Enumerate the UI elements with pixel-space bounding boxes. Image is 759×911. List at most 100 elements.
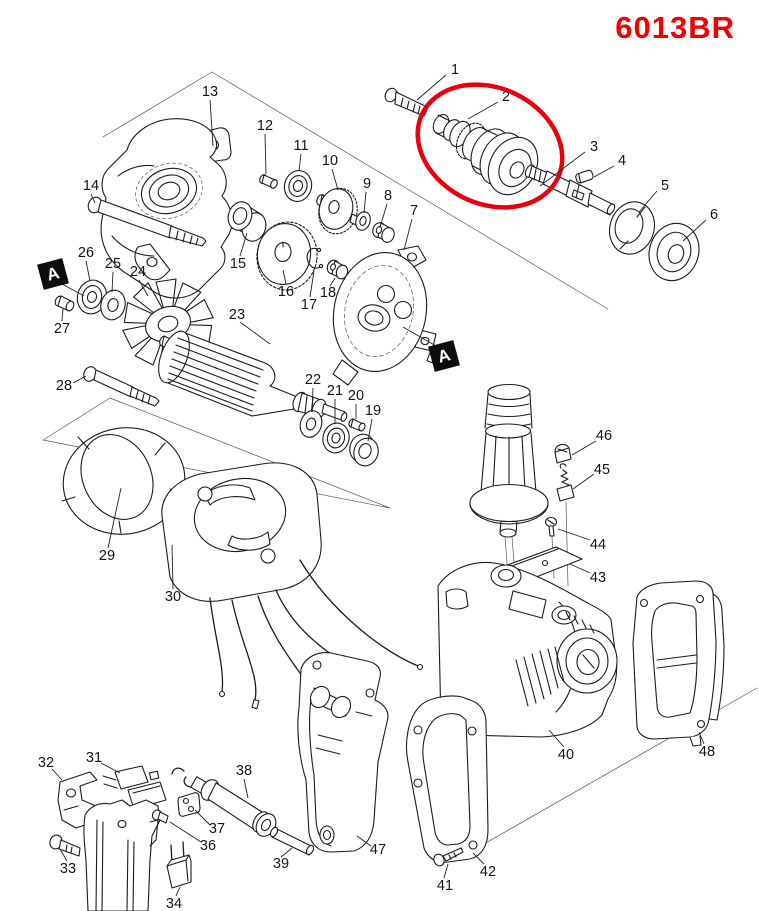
part-label-32: 32 bbox=[38, 755, 54, 771]
power-cord-part-38-illustration bbox=[171, 767, 277, 837]
part-label-12: 12 bbox=[257, 118, 273, 134]
ring-part-5-illustration bbox=[608, 201, 656, 255]
part-leader-30 bbox=[171, 544, 174, 590]
part-leader-13 bbox=[209, 99, 214, 147]
sleeve-part-18-illustration bbox=[326, 259, 349, 280]
part-label-8: 8 bbox=[384, 188, 392, 204]
part-leader-18 bbox=[329, 277, 336, 287]
switch-part-31-illustration bbox=[102, 765, 167, 810]
part-label-34: 34 bbox=[166, 896, 182, 911]
part-leader-9 bbox=[363, 191, 367, 214]
part-label-11: 11 bbox=[293, 138, 308, 154]
pin-part-27-illustration bbox=[54, 295, 75, 312]
screw-part-36-illustration bbox=[151, 809, 169, 824]
part-leader-47 bbox=[356, 835, 372, 847]
part-leader-6 bbox=[682, 219, 707, 242]
part-label-20: 20 bbox=[348, 388, 364, 404]
part-leader-1 bbox=[416, 74, 447, 101]
part-label-33: 33 bbox=[60, 861, 76, 877]
part-label-47: 47 bbox=[370, 842, 386, 858]
spindle-part-3-illustration bbox=[524, 164, 616, 216]
part-label-15: 15 bbox=[230, 256, 246, 272]
bolt-part-14-illustration bbox=[87, 196, 207, 247]
part-label-44: 44 bbox=[590, 537, 606, 553]
part-label-25: 25 bbox=[105, 256, 121, 272]
part-label-30: 30 bbox=[165, 589, 181, 605]
part-label-40: 40 bbox=[558, 747, 574, 763]
bolt-part-28-illustration bbox=[83, 366, 160, 407]
part-leader-16 bbox=[282, 269, 287, 285]
ref-marker-1: A bbox=[428, 340, 460, 372]
part-label-38: 38 bbox=[236, 763, 252, 779]
part-leader-37 bbox=[194, 809, 211, 826]
washer-part-25-illustration bbox=[100, 289, 126, 321]
part-leader-36 bbox=[169, 821, 202, 843]
part-leader-11 bbox=[298, 153, 302, 172]
part-leader-39 bbox=[280, 847, 293, 858]
ref-marker-label-0: A bbox=[45, 263, 62, 285]
screw-part-33-illustration bbox=[49, 834, 81, 857]
part-leader-24 bbox=[138, 279, 149, 297]
part-leader-12 bbox=[264, 133, 267, 175]
part-label-13: 13 bbox=[202, 84, 218, 100]
part-leader-32 bbox=[51, 768, 63, 781]
gear-housing-part-13-illustration bbox=[100, 118, 233, 299]
bushing-part-8-illustration bbox=[372, 222, 395, 243]
gear-part-10-illustration bbox=[316, 187, 363, 235]
part-label-24: 24 bbox=[130, 264, 146, 280]
part-label-37: 37 bbox=[209, 821, 225, 837]
part-label-46: 46 bbox=[596, 428, 612, 444]
part-leader-7 bbox=[403, 218, 413, 251]
ref-marker-leader-1 bbox=[402, 326, 437, 347]
model-number-title: 6013BR bbox=[615, 10, 735, 45]
part-label-2: 2 bbox=[502, 89, 510, 105]
part-label-22: 22 bbox=[305, 372, 321, 388]
part-label-48: 48 bbox=[699, 744, 715, 760]
part-leader-34 bbox=[175, 886, 181, 897]
part-leader-45 bbox=[572, 473, 595, 490]
part-leader-46 bbox=[571, 440, 597, 456]
part-label-17: 17 bbox=[301, 297, 317, 313]
part-leader-29 bbox=[107, 487, 122, 549]
ring-part-19-illustration bbox=[349, 433, 379, 467]
part-leader-33 bbox=[59, 848, 68, 862]
ref-marker-leader-0 bbox=[61, 283, 85, 297]
part-label-4: 4 bbox=[618, 153, 626, 169]
pin-part-12-illustration bbox=[259, 174, 278, 189]
carbon-brush-part-45-illustration bbox=[556, 463, 575, 587]
part-label-19: 19 bbox=[365, 403, 381, 419]
part-leader-4 bbox=[593, 165, 615, 178]
part-leader-10 bbox=[331, 168, 339, 191]
part-label-14: 14 bbox=[83, 178, 99, 194]
bearing-part-26-illustration bbox=[76, 279, 108, 315]
brush-cap-part-46-illustration bbox=[554, 443, 572, 464]
handle-cover-part-48-illustration bbox=[632, 580, 725, 747]
motor-housing-part-40-illustration bbox=[437, 561, 618, 738]
part-leader-41 bbox=[443, 863, 449, 879]
part-label-39: 39 bbox=[273, 856, 289, 872]
key-part-4-illustration bbox=[575, 169, 594, 184]
handle-loop-part-42-illustration bbox=[405, 695, 489, 863]
part-leader-28 bbox=[72, 375, 87, 384]
part-leader-38 bbox=[243, 778, 249, 799]
part-label-16: 16 bbox=[278, 284, 294, 300]
ref-marker-label-1: A bbox=[436, 345, 453, 367]
drill-chuck-part-2-illustration bbox=[432, 114, 539, 196]
part-label-26: 26 bbox=[78, 245, 94, 261]
part-label-18: 18 bbox=[320, 285, 336, 301]
baffle-part-29-illustration bbox=[61, 427, 186, 535]
part-leader-42 bbox=[472, 852, 485, 865]
part-label-31: 31 bbox=[86, 750, 102, 766]
gear-part-16-illustration bbox=[256, 221, 318, 291]
sleeve-part-15-illustration bbox=[227, 201, 267, 242]
bearing-part-21-illustration bbox=[322, 422, 350, 454]
part-leader-15 bbox=[239, 232, 248, 257]
part-label-43: 43 bbox=[590, 570, 606, 586]
part-leader-40 bbox=[548, 729, 565, 748]
part-leader-31 bbox=[100, 762, 121, 774]
part-label-28: 28 bbox=[56, 378, 72, 394]
part-leader-48 bbox=[698, 731, 705, 745]
